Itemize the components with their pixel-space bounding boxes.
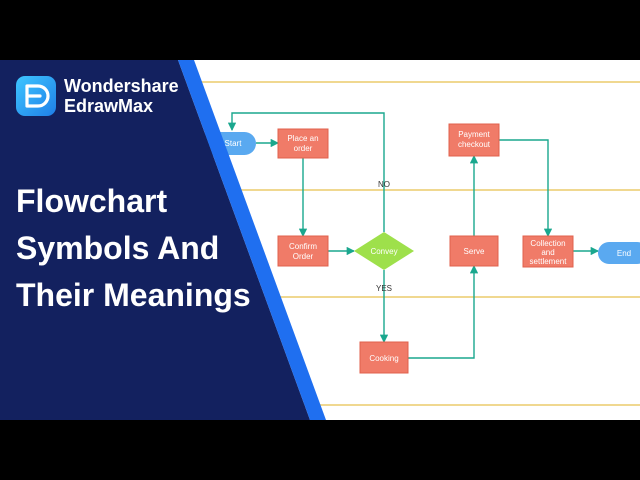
end-label: End [617,249,631,258]
headline: Flowchart Symbols And Their Meanings [16,178,306,319]
cooking-process[interactable]: Cooking [359,341,409,374]
payment-checkout-process[interactable]: Payment checkout [448,123,500,157]
payment-label-line1: Payment [458,130,490,139]
connector-convey-no-loop [227,112,385,232]
convey-label: Convey [370,247,397,256]
payment-label-line2: checkout [458,140,491,149]
collection-label-line3: settlement [530,257,568,266]
headline-line1: Flowchart [16,183,168,219]
confirm-order-label-line1: Confirm [289,242,317,251]
brand-lockup: Wondershare EdrawMax [16,76,179,116]
place-order-label-line1: Place an [287,134,318,143]
place-order-process[interactable]: Place an order [277,128,329,159]
connector-cooking-to-serve [408,264,479,359]
panel-accent-stripe [178,60,326,420]
panel-dark-shape [0,60,310,420]
confirm-order-process[interactable]: Confirm Order [277,235,329,267]
edge-label-yes: YES [376,284,392,293]
logo-glyph-icon [25,84,50,108]
serve-process[interactable]: Serve [449,235,499,267]
brand-name-line1: Wondershare [64,76,179,96]
collection-label-line2: and [541,248,554,257]
edge-label-no: NO [378,180,390,189]
place-order-label-line2: order [294,144,313,153]
thumbnail-frame: Start Place an order Confirm Order Conve… [0,60,640,420]
collection-settlement-process[interactable]: Collection and settlement [522,235,574,268]
edrawmax-logo-icon [16,76,56,116]
confirm-order-label-line2: Order [293,252,314,261]
connector-payment-to-collection [499,139,553,238]
start-label: Start [225,139,243,148]
end-terminal[interactable]: End [598,242,640,264]
brand-name-line2: EdrawMax [64,96,154,116]
serve-label: Serve [464,247,485,256]
promo-panel-background [0,60,326,420]
collection-label-line1: Collection [530,239,565,248]
convey-decision[interactable]: Convey [354,232,414,270]
headline-line2: Symbols And [16,230,220,266]
cooking-label: Cooking [369,354,398,363]
headline-line3: Their Meanings [16,277,251,313]
